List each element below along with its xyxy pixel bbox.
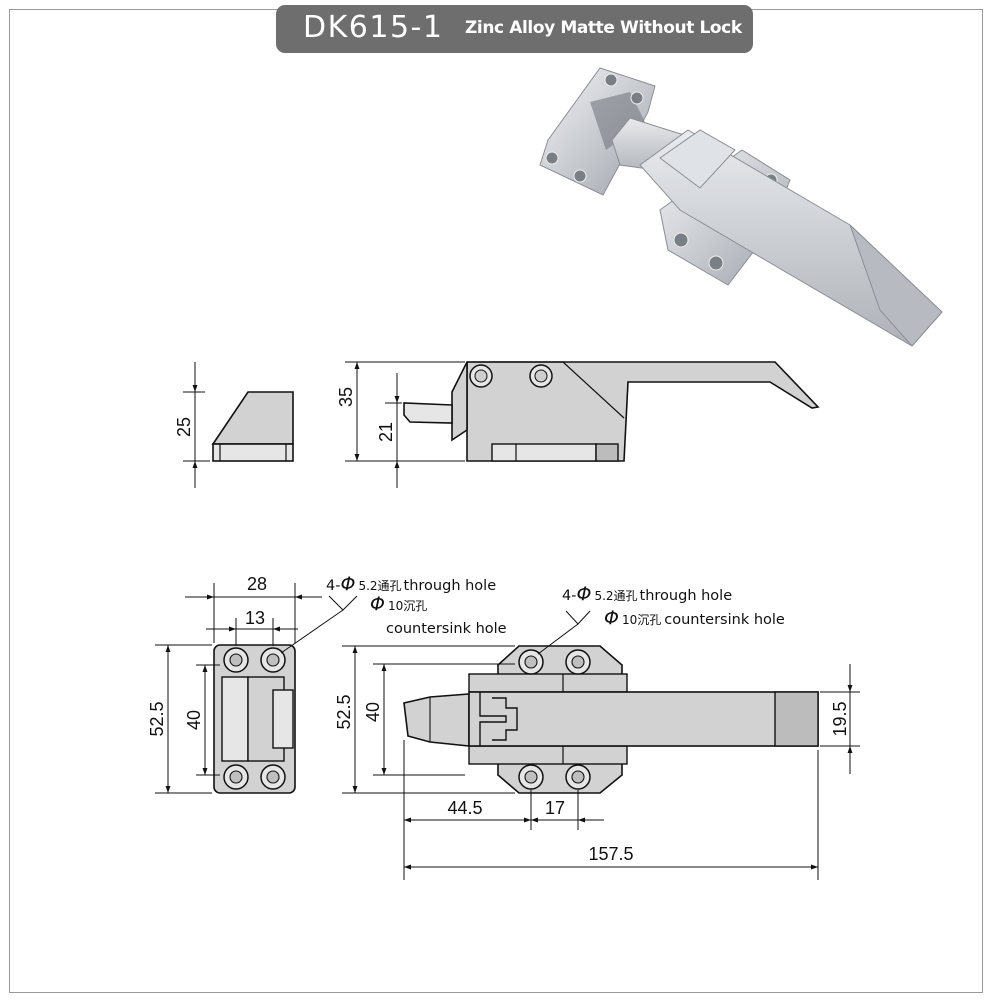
latch-side-view: [345, 361, 820, 488]
dim-catch-height: 25: [174, 417, 194, 437]
dim-catch-inner-height: 40: [184, 710, 204, 730]
dim-total-length: 157.5: [588, 844, 633, 864]
dim-catch-hole-spacing: 13: [245, 608, 265, 628]
latch-front-view: [342, 610, 860, 880]
catch-plate-front-view: [155, 583, 358, 794]
dim-latch-outer-height: 52.5: [334, 694, 354, 729]
title-banner: [276, 5, 753, 53]
catch-side-view: [183, 362, 294, 488]
model-number: DK615-1: [303, 10, 444, 45]
dim-latch-hole-spacing: 17: [545, 798, 565, 818]
dim-catch-width: 28: [247, 574, 267, 594]
dim-handle-width: 19.5: [830, 701, 850, 736]
catch-hole-note-countersink-label: countersink hole: [386, 621, 507, 637]
model-description: Zinc Alloy Matte Without Lock: [465, 18, 742, 38]
dim-catch-outer-height: 52.5: [147, 701, 167, 736]
dim-hook-height: 21: [376, 422, 396, 442]
product-photo: [539, 67, 943, 347]
dim-latch-inner-height: 40: [363, 702, 383, 722]
dim-latch-height: 35: [336, 387, 356, 407]
dim-offset-to-holes: 44.5: [447, 798, 482, 818]
